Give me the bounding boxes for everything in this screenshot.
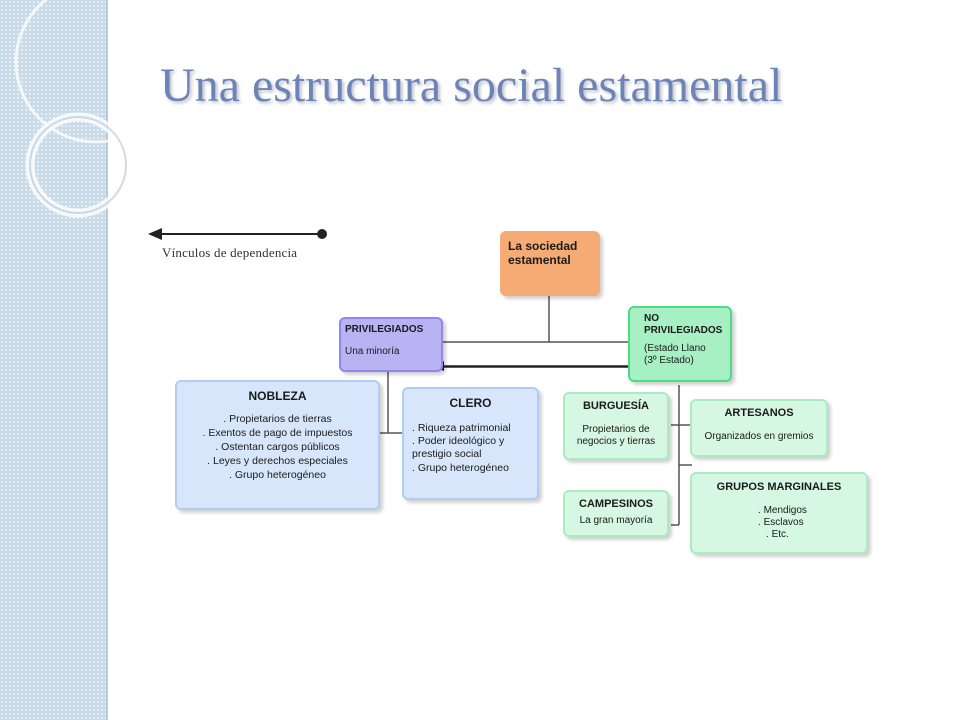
legend-label: Vínculos de dependencia	[162, 245, 298, 260]
no-privilegiados-subtitle: (Estado Llano (3º Estado)	[644, 343, 706, 366]
artesanos-node: ARTESANOS Organizados en gremios	[690, 399, 828, 457]
privilegiados-node: PRIVILEGIADOS Una minoría	[339, 317, 443, 372]
clero-node: CLERO Riqueza patrimonial Poder ideológi…	[402, 387, 539, 500]
nobleza-item: Leyes y derechos especiales	[183, 454, 372, 468]
nobleza-list: Propietarios de tierras Exentos de pago …	[183, 412, 372, 482]
nobleza-title: NOBLEZA	[248, 389, 307, 403]
no-privilegiados-title: NO PRIVILEGIADOS	[644, 313, 723, 336]
campesinos-desc: La gran mayoría	[579, 515, 653, 526]
burguesia-node: BURGUESÍA Propietarios de negocios y tie…	[563, 392, 669, 460]
grupos-marginales-item: Mendigos	[758, 505, 862, 517]
grupos-marginales-list: Mendigos Esclavos Etc.	[758, 505, 862, 541]
burguesia-title: BURGUESÍA	[582, 400, 649, 412]
nobleza-item: Ostentan cargos públicos	[183, 440, 372, 454]
artesanos-title: ARTESANOS	[724, 407, 794, 419]
grupos-marginales-item: Etc.	[766, 529, 862, 541]
campesinos-title: CAMPESINOS	[579, 498, 653, 510]
clero-item: Grupo heterogéneo	[412, 461, 529, 475]
burguesia-desc: Propietarios de negocios y tierras	[576, 424, 656, 447]
clero-item: Poder ideológico y prestigio social	[412, 435, 522, 461]
root-title: La sociedad estamental	[508, 239, 578, 267]
clero-title: CLERO	[449, 396, 492, 410]
campesinos-node: CAMPESINOS La gran mayoría	[563, 490, 669, 537]
clero-item: Riqueza patrimonial	[412, 421, 529, 435]
clero-list: Riqueza patrimonial Poder ideológico y p…	[412, 421, 529, 475]
root-node: La sociedad estamental	[500, 231, 600, 296]
privilegiados-title: PRIVILEGIADOS	[345, 324, 424, 335]
decorative-circles	[14, 0, 140, 218]
nobleza-node: NOBLEZA Propietarios de tierras Exentos …	[175, 380, 380, 510]
nobleza-item: Exentos de pago de impuestos	[183, 426, 372, 440]
grupos-marginales-title: GRUPOS MARGINALES	[716, 481, 842, 493]
nobleza-item: Grupo heterogéneo	[183, 468, 372, 482]
slide-title: Una estructura social estamental	[160, 59, 783, 112]
nobleza-item: Propietarios de tierras	[183, 412, 372, 426]
privilegiados-subtitle: Una minoría	[345, 346, 400, 357]
no-privilegiados-node: NO PRIVILEGIADOS (Estado Llano (3º Estad…	[628, 306, 732, 382]
grupos-marginales-node: GRUPOS MARGINALES Mendigos Esclavos Etc.	[690, 472, 868, 554]
grupos-marginales-item: Esclavos	[758, 517, 862, 529]
artesanos-desc: Organizados en gremios	[704, 431, 814, 442]
